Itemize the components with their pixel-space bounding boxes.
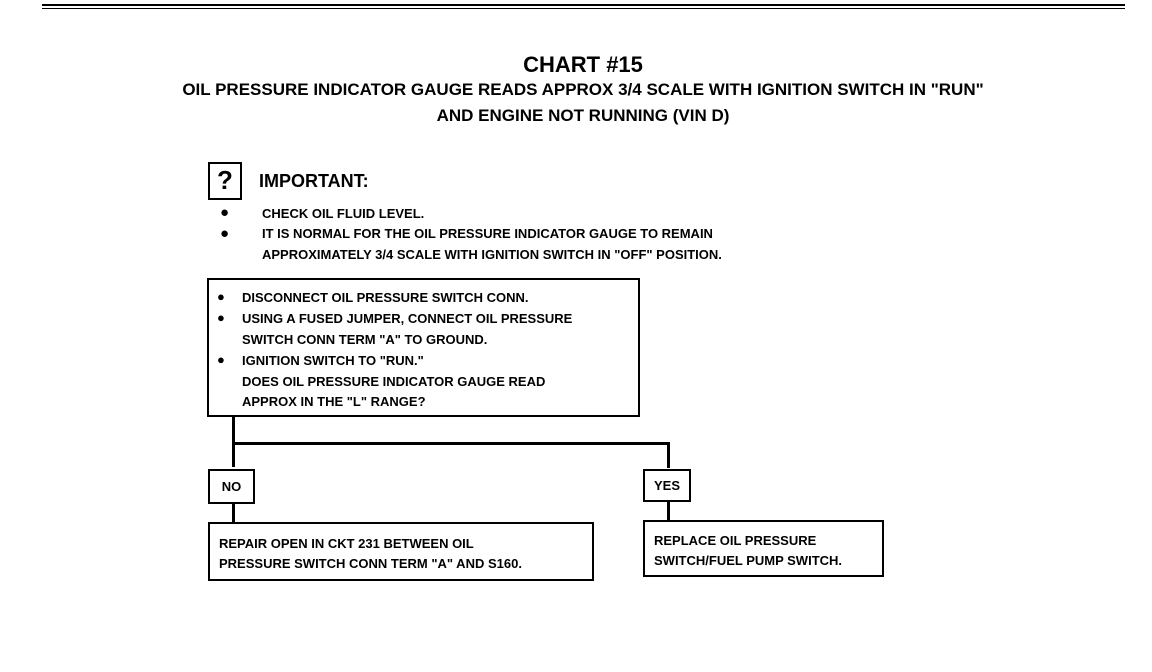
- important-icon: ?: [208, 162, 242, 200]
- no-result-box: REPAIR OPEN IN CKT 231 BETWEEN OIL PRESS…: [208, 522, 594, 581]
- chart-subtitle-line1: OIL PRESSURE INDICATOR GAUGE READS APPRO…: [182, 80, 984, 99]
- top-rule-thin: [42, 8, 1125, 9]
- connector-yes-to-result: [667, 501, 670, 522]
- connector-no-to-result: [232, 503, 235, 523]
- test-line-2: USING A FUSED JUMPER, CONNECT OIL PRESSU…: [242, 311, 573, 326]
- test-bullet-icon: ●: [217, 289, 225, 304]
- test-line-3: SWITCH CONN TERM "A" TO GROUND.: [242, 332, 488, 347]
- test-line-5: DOES OIL PRESSURE INDICATOR GAUGE READ: [242, 374, 546, 389]
- test-line-6: APPROX IN THE "L" RANGE?: [242, 394, 426, 409]
- no-result-line-2: PRESSURE SWITCH CONN TERM "A" AND S160.: [219, 556, 522, 571]
- chart-title: CHART #15: [523, 52, 643, 77]
- important-label: IMPORTANT:: [259, 171, 369, 191]
- connector-horizontal: [232, 442, 670, 445]
- test-bullet-icon: ●: [217, 310, 225, 325]
- yes-branch-label: YES: [643, 469, 691, 502]
- connector-to-yes: [667, 442, 670, 468]
- test-procedure-box: ● DISCONNECT OIL PRESSURE SWITCH CONN. ●…: [207, 278, 640, 417]
- yes-result-line-2: SWITCH/FUEL PUMP SWITCH.: [654, 553, 843, 568]
- yes-result-box: REPLACE OIL PRESSURE SWITCH/FUEL PUMP SW…: [643, 520, 884, 577]
- important-item-2: IT IS NORMAL FOR THE OIL PRESSURE INDICA…: [262, 226, 713, 241]
- test-bullet-icon: ●: [217, 352, 225, 367]
- chart-subtitle-line2: AND ENGINE NOT RUNNING (VIN D): [436, 106, 730, 125]
- important-bullet-icon: ●: [220, 225, 230, 242]
- no-result-line-1: REPAIR OPEN IN CKT 231 BETWEEN OIL: [219, 536, 474, 551]
- no-branch-label: NO: [208, 469, 255, 504]
- test-line-1: DISCONNECT OIL PRESSURE SWITCH CONN.: [242, 290, 529, 305]
- top-rule: [42, 4, 1125, 6]
- important-item-1: CHECK OIL FLUID LEVEL.: [262, 206, 425, 221]
- test-line-4: IGNITION SWITCH TO "RUN.": [242, 353, 424, 368]
- important-item-2-cont: APPROXIMATELY 3/4 SCALE WITH IGNITION SW…: [262, 247, 722, 262]
- yes-result-line-1: REPLACE OIL PRESSURE: [654, 533, 817, 548]
- important-bullet-icon: ●: [220, 204, 230, 221]
